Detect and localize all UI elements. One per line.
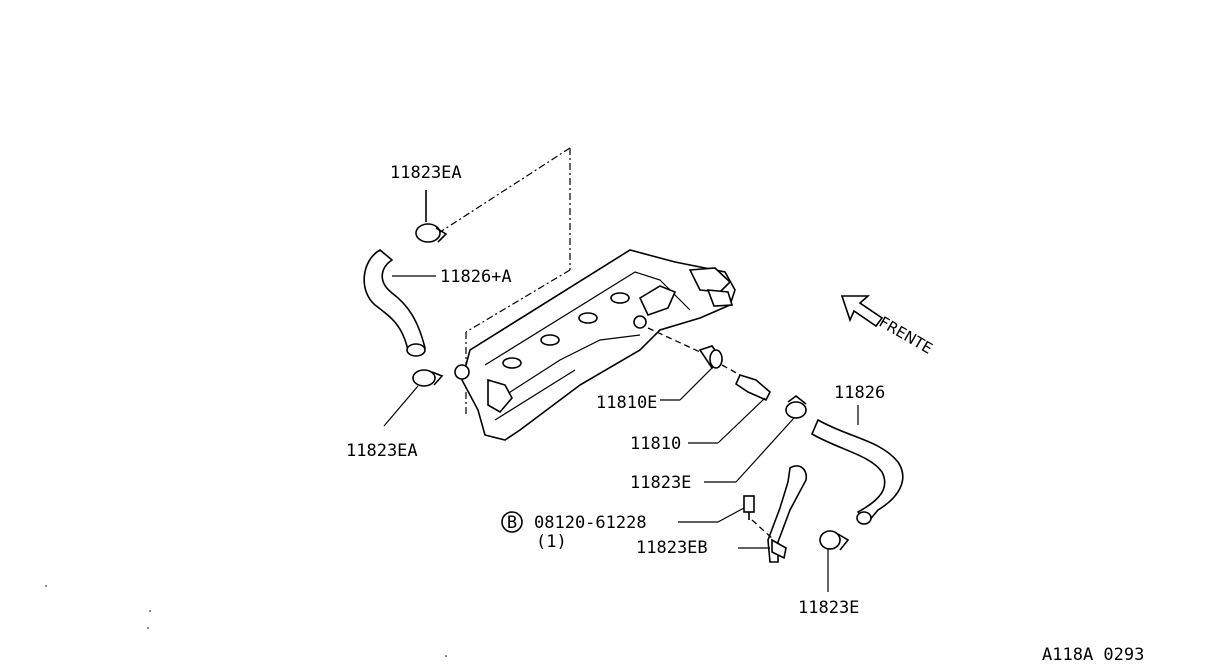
- label-clamp-bottom: 11823E: [798, 598, 859, 618]
- label-hose-left: 11826+A: [440, 267, 512, 287]
- label-bolt: 08120-61228: [534, 513, 647, 533]
- label-pcv-valve: 11810: [630, 434, 681, 454]
- label-clamp-mid: 11823E: [630, 473, 691, 493]
- label-clamp-top: 11823EA: [390, 163, 462, 183]
- hose-right: [810, 405, 904, 525]
- clamp-left: [383, 369, 444, 427]
- clamp-bottom: [819, 530, 850, 592]
- figure-code: A118A 0293: [1042, 645, 1144, 665]
- valve-cover: [454, 249, 736, 441]
- front-direction-label: FRENTE: [876, 313, 936, 358]
- label-grommet: 11810E: [596, 393, 657, 413]
- grommet: [660, 345, 724, 401]
- front-direction-arrow: [840, 295, 884, 328]
- label-bracket: 11823EB: [636, 538, 708, 558]
- clamp-top: [415, 190, 448, 243]
- hose-left: [363, 249, 436, 357]
- bolt-marker-circle: [501, 511, 523, 533]
- clamp-mid: [704, 394, 807, 483]
- bolt: [678, 495, 775, 541]
- label-hose-right: 11826: [834, 383, 885, 403]
- label-bolt-quantity: (1): [536, 532, 567, 552]
- label-clamp-left: 11823EA: [346, 441, 418, 461]
- bracket: [738, 465, 808, 563]
- pcv-valve: [688, 374, 771, 444]
- assembly-line: [721, 364, 741, 376]
- scan-dots: [45, 585, 447, 657]
- bolt-marker-letter: B: [507, 513, 517, 533]
